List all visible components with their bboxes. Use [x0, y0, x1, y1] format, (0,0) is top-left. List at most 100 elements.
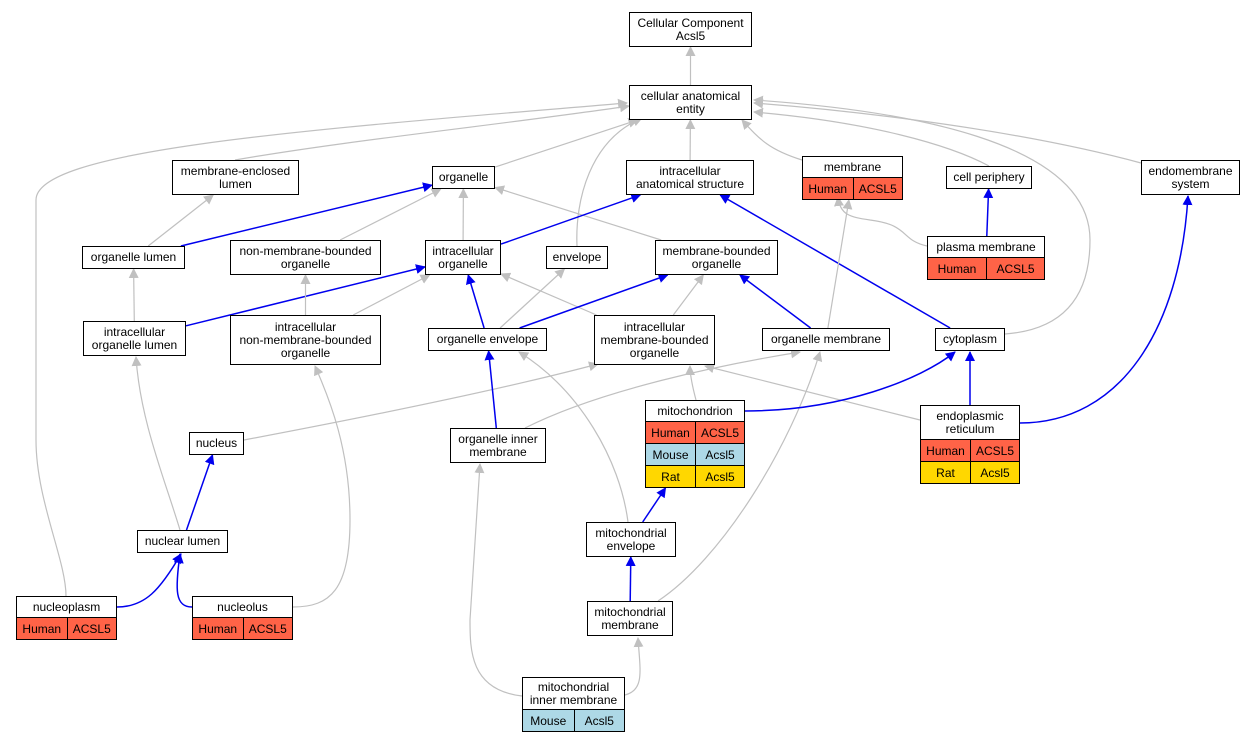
gene-cell: ACSL5 — [852, 178, 903, 199]
species-cell: Human — [198, 621, 238, 636]
node-label: nucleolus — [192, 596, 293, 618]
edge-cp-to-cae — [753, 107, 990, 167]
gene-cell: ACSL5 — [986, 258, 1044, 279]
edge-ol-to-org — [180, 182, 433, 247]
node-label: intracellular organelle lumen — [83, 321, 186, 356]
edge-om-to-mbo — [739, 274, 812, 329]
edge-oim-to-om — [524, 348, 801, 429]
node-intracellular-membrane-bounded-organelle: intracellular membrane-bounded organelle — [594, 315, 715, 365]
annotation-row-human: Human ACSL5 — [920, 440, 1020, 462]
gene-cell: Acsl5 — [695, 444, 744, 465]
node-label: organelle membrane — [762, 328, 890, 351]
node-label: intracellular organelle — [425, 240, 501, 275]
gene-cell: ACSL5 — [242, 618, 293, 639]
node-label: nuclear lumen — [137, 530, 228, 553]
edge-oe-to-env — [499, 268, 566, 329]
annotation-row-human: Human ACSL5 — [192, 618, 293, 640]
edge-nl-to-nuc — [185, 454, 215, 531]
node-label: nucleus — [189, 432, 244, 455]
node-organelle-envelope: organelle envelope — [428, 328, 547, 351]
species-cell: Mouse — [652, 447, 689, 462]
node-label: plasma membrane — [927, 236, 1045, 258]
edge-oim-to-oe — [484, 350, 498, 429]
edge-er-to-ems — [1019, 195, 1193, 424]
node-label: organelle — [432, 166, 495, 189]
node-non-membrane-bounded-organelle: non-membrane-bounded organelle — [230, 240, 381, 275]
node-label: mitochondrion — [645, 400, 745, 422]
edge-mito-to-imbo — [685, 365, 697, 401]
edge-me-to-mito — [642, 487, 667, 523]
node-nuclear-lumen: nuclear lumen — [137, 530, 228, 553]
edge-nmbo-to-org — [339, 188, 442, 241]
node-organelle: organelle — [432, 166, 495, 189]
gene-cell: ACSL5 — [695, 422, 744, 443]
edge-np-to-nl — [116, 553, 182, 608]
node-label: endoplasmic reticulum — [920, 405, 1020, 440]
node-mitochondrial-membrane: mitochondrial membrane — [587, 601, 673, 636]
species-cell: Human — [651, 425, 690, 440]
edge-mito-to-cyt — [744, 351, 956, 412]
node-cellular-component-acsl5: Cellular Component Acsl5 — [629, 12, 752, 47]
node-membrane-bounded-organelle: membrane-bounded organelle — [655, 240, 778, 275]
node-label: organelle envelope — [428, 328, 547, 351]
edge-mm-to-om — [657, 351, 823, 602]
edge-er-to-imbo — [704, 363, 921, 421]
node-label: intracellular non-membrane-bounded organ… — [230, 315, 381, 365]
edge-np-to-cae — [35, 98, 628, 597]
annotation-row-human: Human ACSL5 — [645, 422, 745, 444]
gene-cell: ACSL5 — [66, 618, 117, 639]
edge-cyt-to-ias — [719, 194, 951, 329]
edge-mem-to-cae — [741, 119, 803, 161]
node-organelle-inner-membrane: organelle inner membrane — [450, 428, 546, 463]
edge-io-to-ias — [500, 193, 642, 245]
node-envelope: envelope — [546, 246, 608, 269]
node-label: Cellular Component Acsl5 — [629, 12, 752, 47]
node-cellular-anatomical-entity: cellular anatomical entity — [629, 85, 752, 120]
annotation-row-human: Human ACSL5 — [16, 618, 117, 640]
node-cytoplasm: cytoplasm — [935, 328, 1005, 351]
edge-oe-to-mbo — [519, 273, 669, 329]
node-label: mitochondrial membrane — [587, 601, 673, 636]
node-label: membrane — [802, 156, 903, 178]
gene-cell: ACSL5 — [970, 440, 1019, 461]
edge-ems-to-cae — [753, 98, 1142, 164]
edge-mbo-to-org — [494, 185, 662, 241]
node-cell-periphery: cell periphery — [946, 166, 1032, 189]
edge-org-to-cae — [494, 118, 639, 168]
species-cell: Human — [22, 621, 62, 636]
gene-cell: Acsl5 — [695, 466, 744, 487]
node-label: envelope — [546, 246, 608, 269]
edge-pm-to-cp — [983, 188, 994, 237]
node-label: nucleoplasm — [16, 596, 117, 618]
node-label: non-membrane-bounded organelle — [230, 240, 381, 275]
species-cell: Human — [926, 443, 965, 458]
edge-om-to-mem — [827, 199, 853, 329]
node-label: endomembrane system — [1141, 160, 1240, 195]
node-label: organelle inner membrane — [450, 428, 546, 463]
node-label: membrane-enclosed lumen — [172, 160, 299, 195]
node-intracellular-organelle-lumen: intracellular organelle lumen — [83, 321, 186, 356]
edge-mim-to-mm — [624, 637, 644, 696]
node-label: cell periphery — [946, 166, 1032, 189]
edge-env-to-cae — [576, 116, 643, 247]
edge-nl-to-iol — [131, 356, 181, 531]
edge-mim-to-oim — [469, 463, 523, 697]
species-cell: Rat — [936, 465, 955, 480]
edge-me-to-oe — [518, 351, 629, 523]
edge-cyt-to-cae — [753, 95, 1091, 335]
species-cell: Human — [808, 181, 848, 196]
edge-mm-to-me — [625, 556, 636, 602]
node-organelle-lumen: organelle lumen — [82, 246, 185, 269]
node-label: cytoplasm — [935, 328, 1005, 351]
edge-mel-to-cae — [234, 102, 630, 161]
node-label: intracellular membrane-bounded organelle — [594, 315, 715, 365]
species-cell: Mouse — [530, 713, 567, 728]
